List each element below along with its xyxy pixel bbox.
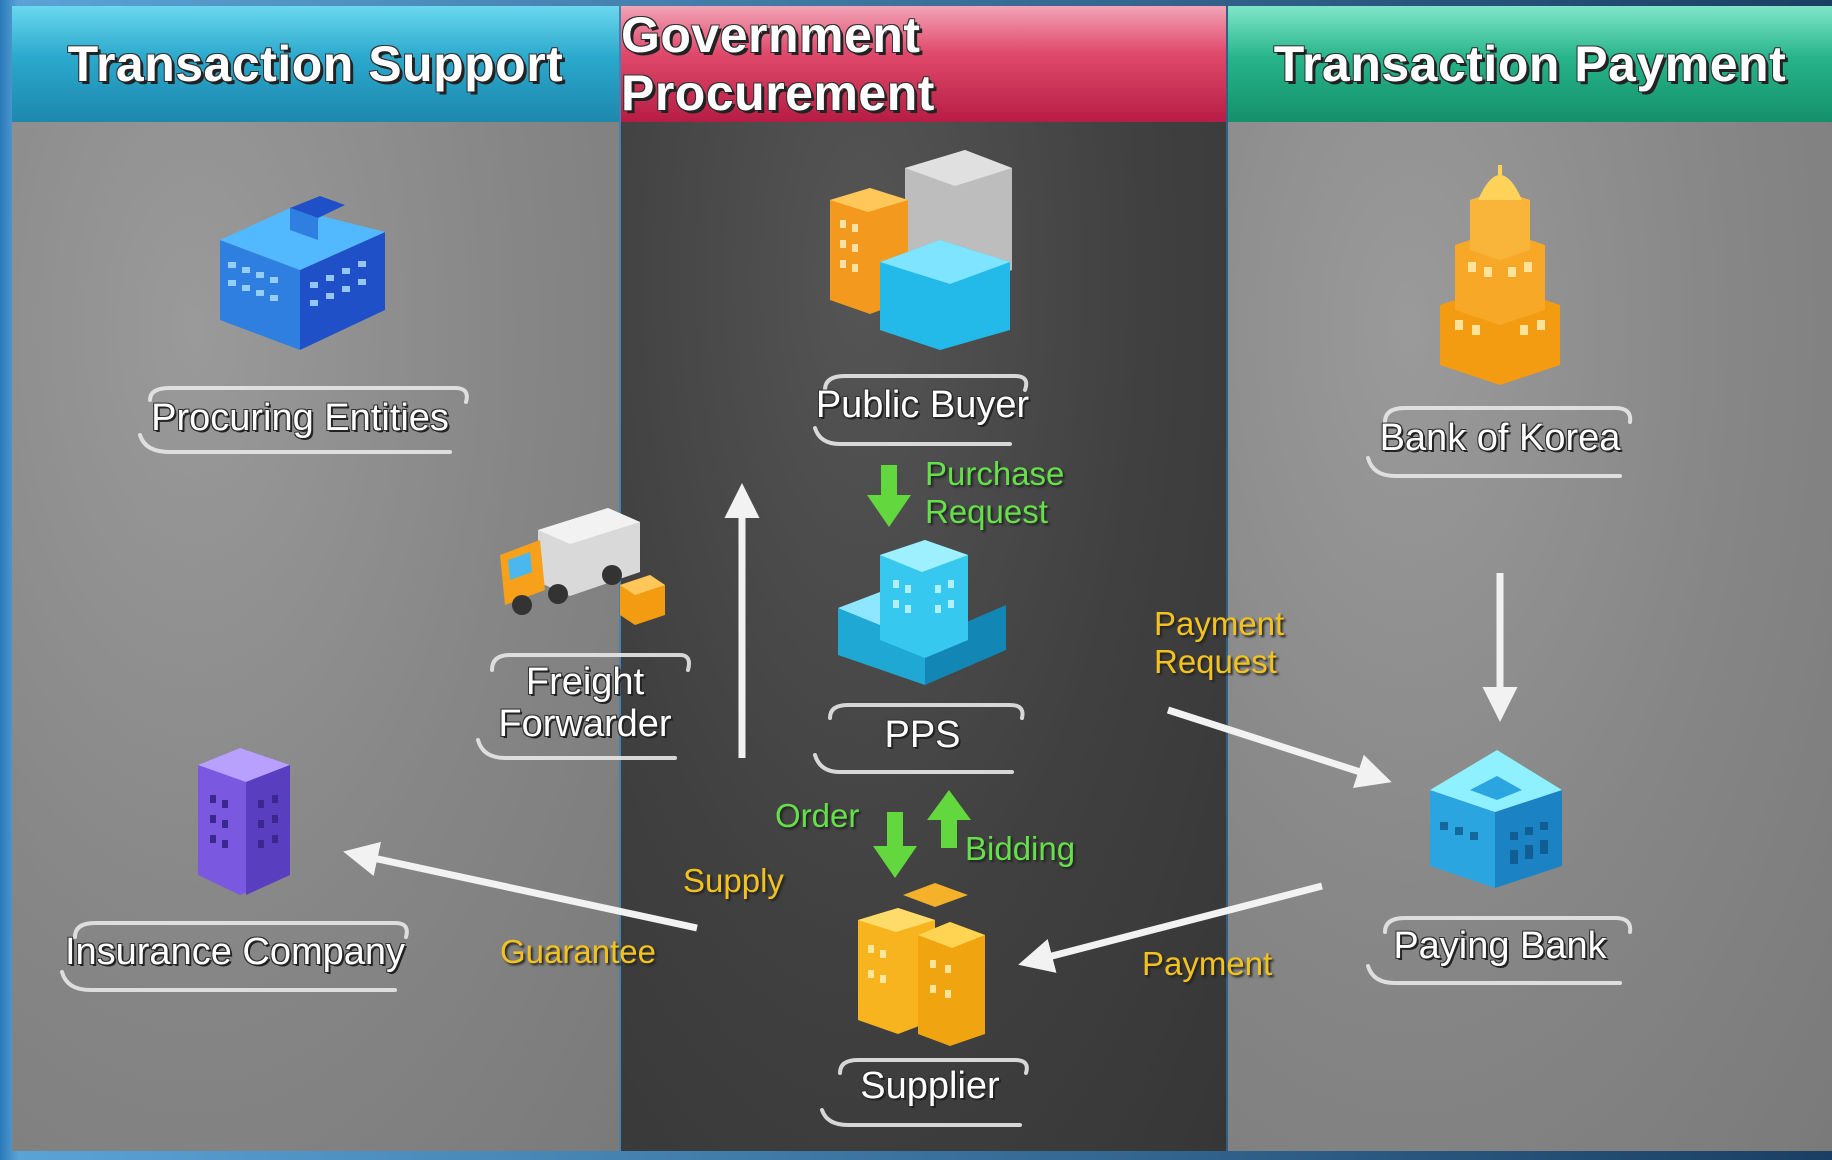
- pill-bank-of-korea: [1383, 406, 1633, 424]
- pill-freight-forwarder-bottom: [476, 738, 677, 760]
- column-header-government-procurement: Government Procurement: [621, 6, 1226, 122]
- pill-paying-bank-bottom: [1366, 964, 1622, 985]
- flow-payment: Payment: [1142, 945, 1273, 982]
- bank-building-icon: [1430, 750, 1562, 888]
- flow-guarantee: Guarantee: [500, 933, 656, 970]
- flow-purchase-request: Purchase Request: [925, 455, 1065, 530]
- arrow-purchase-request: [867, 465, 911, 527]
- label-bank-of-korea: Bank of Korea: [1379, 417, 1621, 459]
- white-arrows: [343, 483, 1518, 973]
- yellow-buildings-icon: [858, 883, 985, 1046]
- arrow-payment-request: [1166, 706, 1392, 789]
- pill-public-buyer-bottom: [813, 426, 1012, 446]
- label-supplier: Supplier: [860, 1065, 1000, 1107]
- flow-order: Order: [775, 797, 860, 834]
- cyan-building-icon: [838, 540, 1006, 685]
- flow-bidding: Bidding: [965, 830, 1076, 867]
- green-arrows: [867, 465, 971, 878]
- flow-supply: Supply: [683, 862, 784, 899]
- pill-pps-bottom: [813, 753, 1014, 774]
- column-header-transaction-support: Transaction Support: [12, 6, 619, 122]
- building-cluster-icon: [830, 150, 1012, 350]
- label-procuring-entities: Procuring Entities: [151, 397, 449, 439]
- label-pills: [60, 374, 1633, 1127]
- label-public-buyer: Public Buyer: [815, 384, 1030, 426]
- pill-supplier-bottom: [820, 1108, 1022, 1127]
- label-pps: PPS: [884, 714, 961, 756]
- pill-bank-of-korea-bottom: [1366, 456, 1622, 478]
- pill-procuring-entities: [148, 386, 469, 404]
- arrow-supply-guarantee: [343, 841, 698, 932]
- delivery-truck-icon: [500, 508, 665, 625]
- flow-payment-request: Payment Request: [1154, 605, 1285, 680]
- pill-supplier: [838, 1058, 1029, 1075]
- pill-insurance-company-bottom: [60, 970, 397, 992]
- arrow-bidding: [927, 790, 971, 848]
- blue-office-building-icon: [220, 196, 385, 350]
- pill-pps: [828, 703, 1025, 720]
- label-freight-forwarder: Freight Forwarder: [498, 661, 672, 745]
- arrow-payment: [1018, 882, 1323, 973]
- arrow-order: [873, 812, 917, 878]
- pill-public-buyer: [823, 374, 1029, 392]
- label-insurance-company: Insurance Company: [64, 931, 406, 973]
- pill-procuring-entities-bottom: [138, 433, 452, 454]
- column-header-transaction-payment: Transaction Payment: [1228, 6, 1832, 122]
- label-paying-bank: Paying Bank: [1393, 925, 1607, 967]
- pill-freight-forwarder: [490, 653, 691, 672]
- purple-tower-icon: [198, 748, 290, 895]
- orange-domed-building-icon: [1440, 165, 1560, 385]
- pill-paying-bank: [1383, 916, 1633, 934]
- pill-insurance-company: [73, 921, 409, 939]
